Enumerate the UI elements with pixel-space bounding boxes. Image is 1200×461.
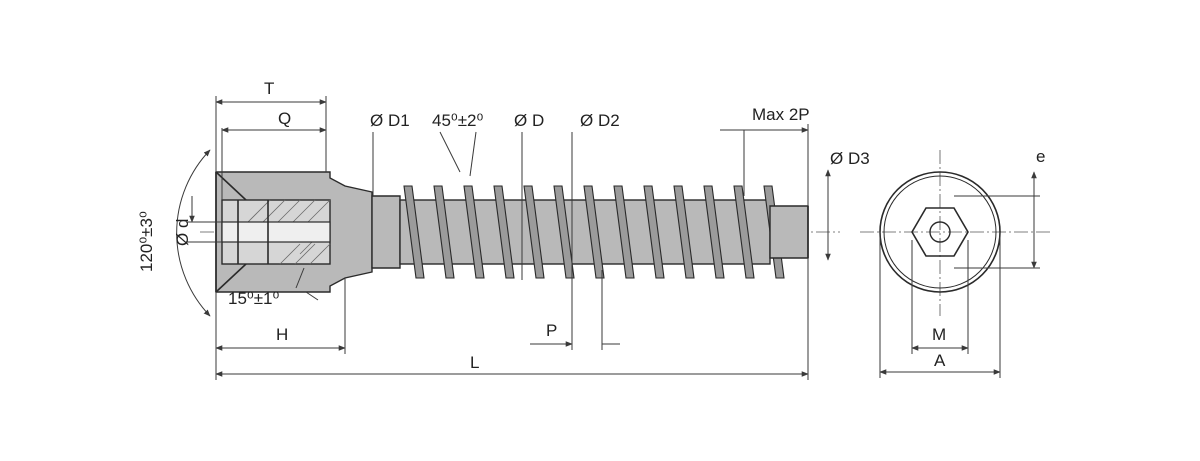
side-dimensions: T Q Ø D1 45⁰±2⁰ Ø D Ø D2 Max 2P Ø D3 120… — [137, 79, 870, 380]
thread-crest — [643, 185, 665, 279]
head-inner-circle — [883, 175, 997, 289]
dim-max2p-label: Max 2P — [752, 105, 810, 124]
dim-D3-label: Ø D3 — [830, 149, 870, 168]
dim-L-label: L — [470, 353, 479, 372]
thread-crest — [733, 185, 755, 279]
screw-end-view — [860, 150, 1050, 316]
thread-crest — [703, 185, 725, 279]
dim-under-head-angle-label: 15⁰±1⁰ — [228, 289, 280, 308]
thread-crest — [403, 185, 425, 279]
screw-tip — [769, 205, 809, 259]
dim-D2-label: Ø D2 — [580, 111, 620, 130]
dim-T-label: T — [264, 79, 274, 98]
thread-crest — [553, 185, 575, 279]
dim-d-label: Ø d — [173, 219, 192, 246]
dim-M-label: M — [932, 325, 946, 344]
dim-D-label: Ø D — [514, 111, 544, 130]
thread-crest — [463, 185, 485, 279]
screw-shank — [371, 195, 401, 269]
dim-head-angle-label: 120⁰±3⁰ — [137, 211, 156, 272]
head-countersink-top — [215, 171, 247, 201]
dim-A-label: A — [934, 351, 946, 370]
dim-P-label: P — [546, 321, 557, 340]
dim-Q-label: Q — [278, 109, 291, 128]
thread-crest — [523, 185, 545, 279]
thread-crest — [613, 185, 635, 279]
hex-socket-outline — [911, 207, 969, 257]
thread-crest — [433, 185, 455, 279]
end-dimensions: e M A — [879, 147, 1045, 378]
thread-crest — [493, 185, 515, 279]
dim-e-label: e — [1036, 147, 1045, 166]
screw-side-view — [200, 171, 840, 293]
thread-crest — [583, 185, 605, 279]
socket-bore-circle — [929, 221, 951, 243]
dim-head-angle-arc — [176, 149, 211, 317]
head-countersink-bottom — [215, 263, 247, 293]
dim-D1-label: Ø D1 — [370, 111, 410, 130]
socket-bore — [221, 221, 331, 243]
dim-H-label: H — [276, 325, 288, 344]
dim-thread-angle-label: 45⁰±2⁰ — [432, 111, 484, 130]
thread-crest — [673, 185, 695, 279]
